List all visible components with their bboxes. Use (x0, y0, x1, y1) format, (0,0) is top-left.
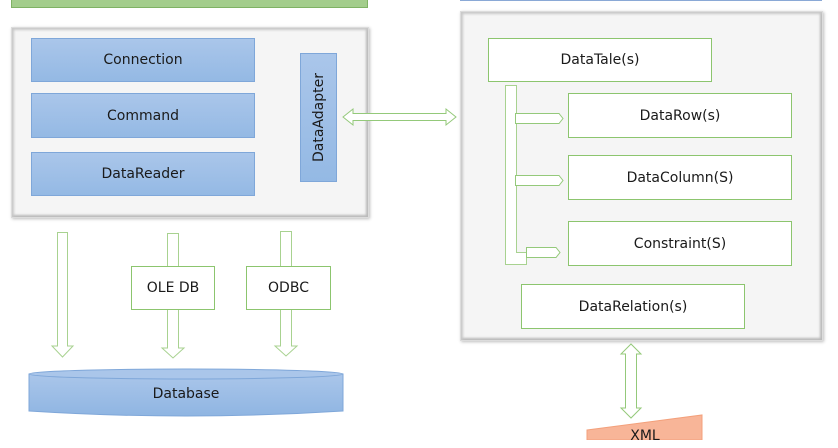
command-box[interactable]: Command (31, 93, 255, 138)
datacolumn-label: DataColumn(S) (626, 169, 734, 186)
datarow-label: DataRow(s) (639, 107, 721, 124)
database-label: Database (152, 386, 220, 402)
datatable-box[interactable]: DataTale(s) (488, 38, 712, 82)
oledb-box[interactable]: OLE DB (131, 266, 215, 310)
datarelation-box[interactable]: DataRelation(s) (521, 284, 745, 329)
oledb-label: OLE DB (146, 280, 200, 296)
datatable-label: DataTale(s) (560, 52, 640, 68)
datarow-box[interactable]: DataRow(s) (568, 93, 792, 138)
database-cylinder (28, 368, 344, 417)
datarelation-label: DataRelation(s) (578, 298, 688, 315)
command-label: Command (107, 107, 179, 124)
dataset-banner (460, 0, 822, 1)
connection-box[interactable]: Connection (31, 38, 255, 82)
bus-arrow-datarow (515, 113, 564, 124)
xml-shape (586, 414, 703, 440)
database-label-wrap[interactable]: Database (29, 380, 343, 408)
bus-arrow-constraint (526, 247, 561, 258)
adapter-dataset-double-arrow (342, 107, 457, 127)
down-arrow-direct (50, 232, 75, 358)
datareader-box[interactable]: DataReader (31, 152, 255, 196)
datareader-label: DataReader (101, 166, 185, 182)
connection-label: Connection (103, 52, 183, 68)
odbc-label: ODBC (268, 280, 309, 296)
odbc-box[interactable]: ODBC (246, 266, 331, 310)
xml-label: XML (630, 428, 660, 444)
dataprovider-banner (11, 0, 368, 8)
dataadapter-box[interactable]: DataAdapter (300, 53, 337, 182)
constraint-label: Constraint(S) (633, 235, 727, 252)
constraint-box[interactable]: Constraint(S) (568, 221, 792, 266)
dataset-xml-double-arrow (619, 343, 643, 419)
datacolumn-box[interactable]: DataColumn(S) (568, 155, 792, 200)
bus-arrow-datacolumn (515, 175, 564, 186)
